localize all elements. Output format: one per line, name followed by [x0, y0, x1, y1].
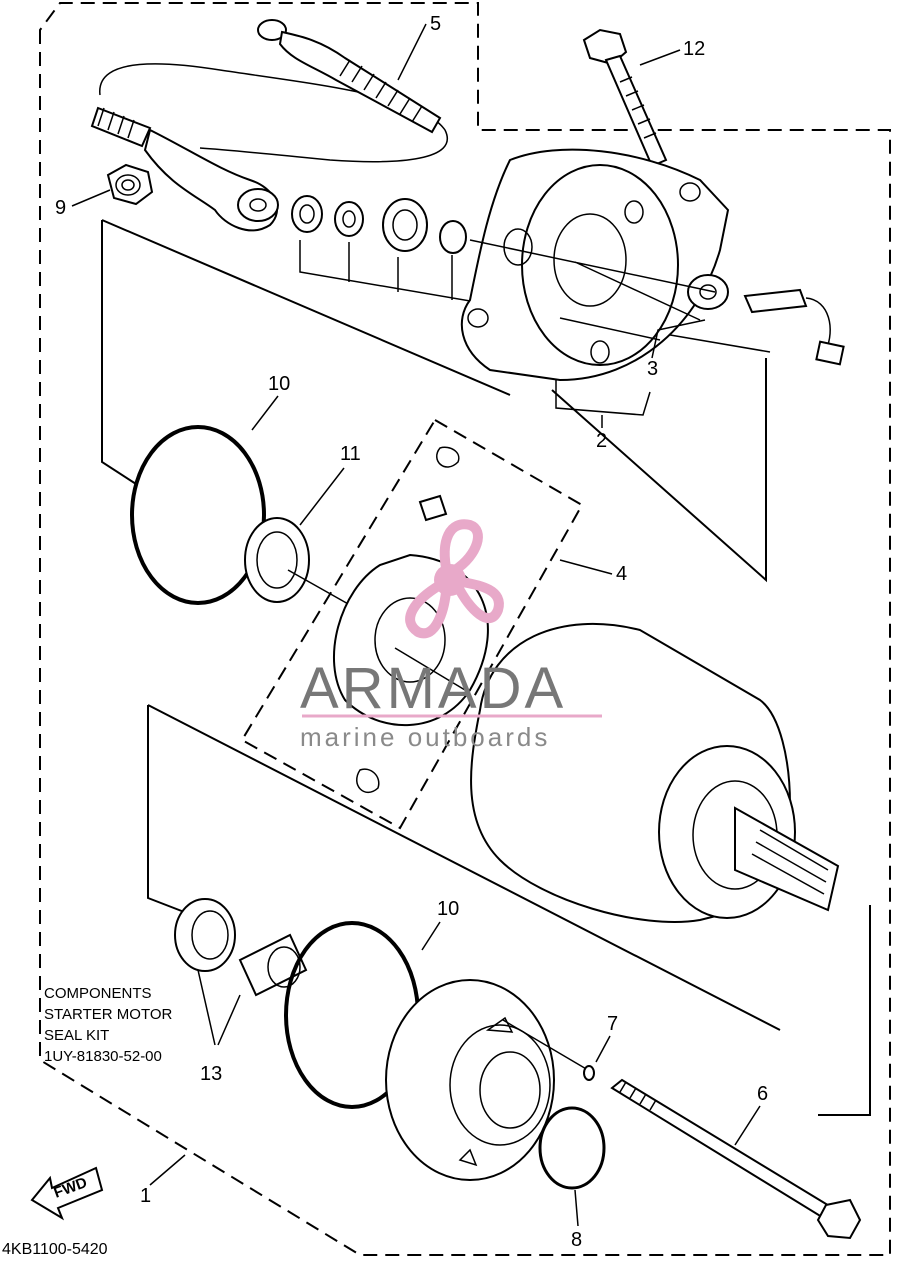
bolt-part — [582, 28, 668, 168]
watermark-tagline: marine outboards — [300, 722, 550, 752]
through-bolt-part — [610, 1078, 862, 1240]
yoke-bracket — [147, 704, 871, 1116]
washers-row — [291, 195, 771, 353]
note-line-1: COMPONENTS — [44, 985, 152, 1002]
bearing-part — [174, 898, 308, 1046]
rear-cover-bracket — [101, 219, 767, 583]
callout-13: 13 — [200, 1063, 222, 1085]
note-line-3: SEAL KIT — [44, 1027, 109, 1044]
o-ring-upper — [130, 425, 266, 605]
washer-part — [244, 517, 351, 606]
callout-10-lower: 10 — [437, 898, 459, 920]
callout-6: 6 — [757, 1083, 768, 1105]
propeller-logo-icon — [405, 519, 504, 639]
watermark-brand: ARMADA — [300, 656, 566, 721]
watermark: ARMADA marine outboards — [300, 519, 602, 752]
fwd-arrow-icon: FWD — [30, 1166, 104, 1221]
callout-4: 4 — [616, 563, 627, 585]
callout-7: 7 — [607, 1013, 618, 1035]
brush-holder-group-boundary — [240, 418, 584, 830]
components-note: COMPONENTS STARTER MOTOR SEAL KIT 1UY-81… — [44, 985, 173, 1065]
yoke-armature-part — [470, 622, 840, 923]
callout-5: 5 — [430, 13, 441, 35]
o-ring-front — [538, 1106, 606, 1190]
callout-11: 11 — [340, 443, 361, 465]
rear-cover-part — [460, 148, 845, 382]
callout-2: 2 — [596, 430, 607, 452]
note-line-2: STARTER MOTOR — [44, 1006, 173, 1023]
small-o-ring — [583, 1065, 595, 1081]
callout-8: 8 — [571, 1229, 582, 1251]
note-line-4: 1UY-81830-52-00 — [44, 1048, 162, 1065]
diagram-code: 4KB1100-5420 — [2, 1241, 108, 1258]
callout-9: 9 — [55, 197, 66, 219]
callout-12: 12 — [683, 38, 705, 60]
callout-10-upper: 10 — [268, 373, 290, 395]
callout-3: 3 — [647, 358, 658, 380]
callout-1: 1 — [140, 1185, 151, 1207]
terminal-lead-part — [90, 19, 448, 232]
part-callouts: 5 12 9 3 2 10 11 4 10 7 6 13 1 8 — [55, 13, 768, 1251]
nut-part — [106, 163, 154, 206]
front-cover-part — [385, 979, 589, 1181]
assembly-boundary — [39, 2, 891, 1256]
